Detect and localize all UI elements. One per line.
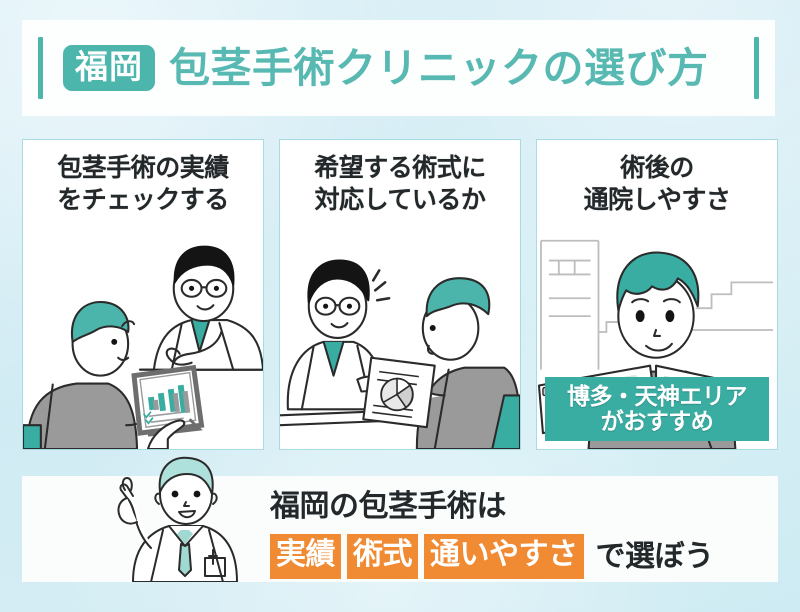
- panel-surgical-method: 希望する術式に 対応しているか: [279, 139, 521, 450]
- header-left-rule: [38, 37, 43, 99]
- illustration-doctor-pointing: [107, 454, 257, 582]
- panel-1-title: 包茎手術の実績 をチェックする: [23, 140, 263, 216]
- panel-1-title-line-2: をチェックする: [57, 186, 229, 214]
- panel-track-record: 包茎手術の実績 をチェックする: [22, 139, 264, 450]
- illustration-doctor-document: [280, 219, 520, 449]
- footer-line-1: 福岡の包茎手術は: [270, 490, 506, 523]
- panel-3-title: 術後の 通院しやすさ: [537, 140, 777, 216]
- footer-tail-text: で選ぼう: [595, 539, 715, 573]
- panel-clinic-access: 術後の 通院しやすさ: [536, 139, 778, 450]
- footer-banner: 福岡の包茎手術は 実績 術式 通いやすさ で選ぼう: [22, 456, 778, 582]
- panel-row: 包茎手術の実績 をチェックする: [22, 139, 778, 450]
- panel-2-title-line-2: 対応しているか: [314, 186, 486, 214]
- footer-tag-track-record: 実績: [270, 534, 341, 579]
- panel-1-title-line-1: 包茎手術の実績: [57, 154, 229, 182]
- footer-tag-method: 術式: [347, 534, 418, 579]
- footer-text-block: 福岡の包茎手術は 実績 術式 通いやすさ で選ぼう: [270, 492, 714, 579]
- footer-line-2: 実績 術式 通いやすさ で選ぼう: [270, 534, 714, 579]
- page-title: 包茎手術クリニックの選び方: [169, 44, 709, 91]
- recommended-area-banner: 博多・天神エリア がおすすめ: [545, 377, 769, 441]
- footer-tag-accessibility: 通いやすさ: [424, 534, 584, 579]
- panel-3-title-line-1: 術後の: [620, 154, 694, 182]
- illustration-doctor-tablet: [23, 219, 263, 449]
- header-banner: 福岡 包茎手術クリニックの選び方: [22, 20, 775, 116]
- panel-2-title: 希望する術式に 対応しているか: [280, 140, 520, 216]
- region-badge: 福岡: [63, 45, 155, 91]
- panel-3-title-line-2: 通院しやすさ: [583, 186, 731, 214]
- header-right-rule: [754, 37, 759, 99]
- area-banner-line-2: がおすすめ: [600, 408, 714, 434]
- area-banner-line-1: 博多・天神エリア: [567, 382, 748, 409]
- panel-2-title-line-1: 希望する術式に: [314, 154, 486, 182]
